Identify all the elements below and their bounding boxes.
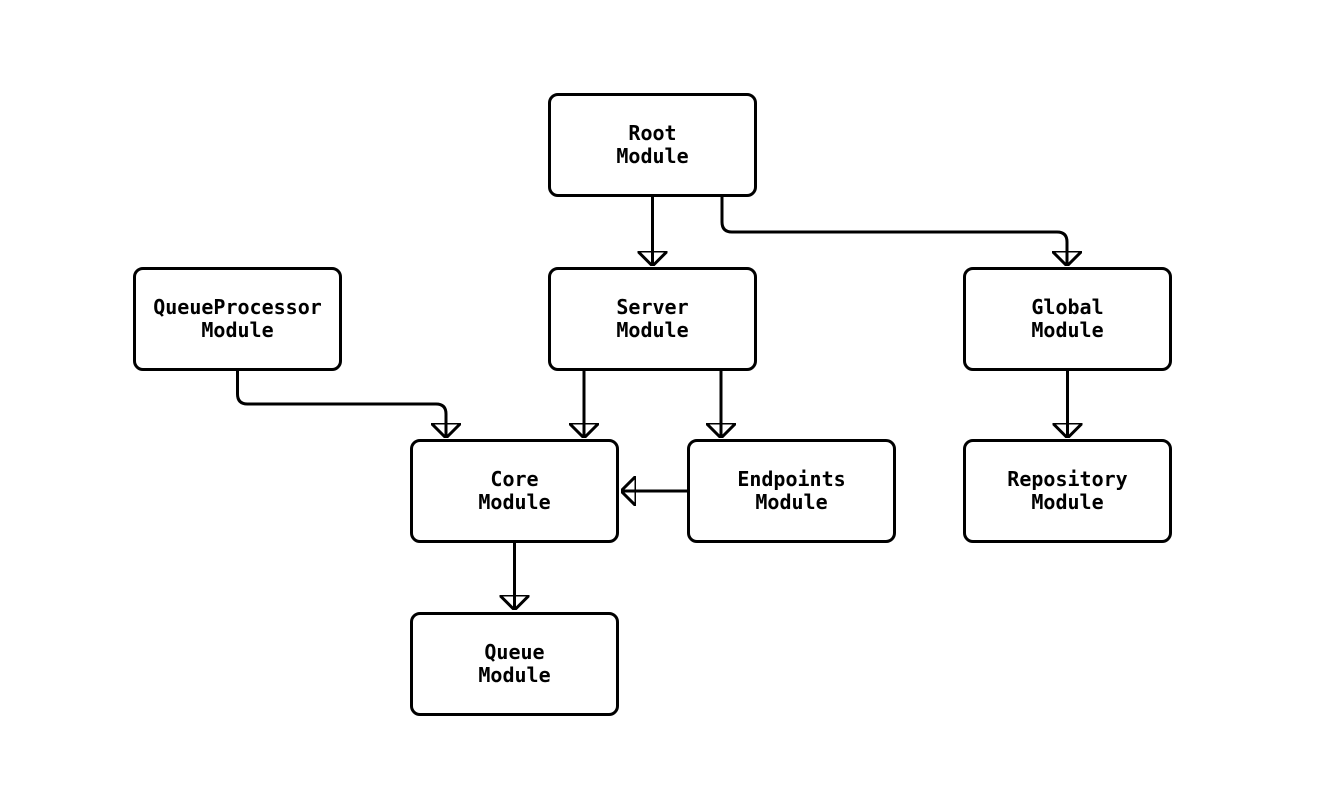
node-endpoints-module: Endpoints Module: [687, 439, 896, 543]
edge-root-to-global: [720, 197, 1067, 266]
node-global-module: Global Module: [963, 267, 1172, 371]
node-queue-module: Queue Module: [410, 612, 619, 716]
node-repository-module: Repository Module: [963, 439, 1172, 543]
node-queueprocessor-module: QueueProcessor Module: [133, 267, 342, 371]
node-root-module: Root Module: [548, 93, 757, 197]
node-server-module: Server Module: [548, 267, 757, 371]
node-core-module: Core Module: [410, 439, 619, 543]
edge-queueprocessor-to-core: [236, 371, 447, 438]
